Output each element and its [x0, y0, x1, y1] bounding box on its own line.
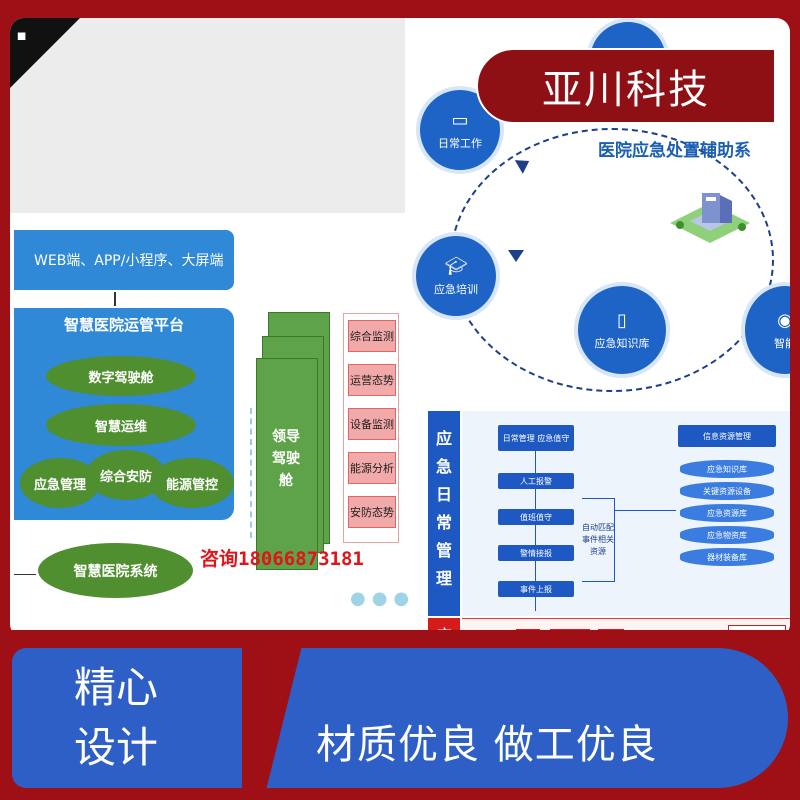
gray-header-panel: ◆ — [10, 18, 405, 213]
hospital-building-icon — [670, 193, 750, 243]
module-ellipse: 数字驾驶舱 — [46, 356, 196, 396]
match-connector — [614, 510, 676, 511]
cockpit-layer — [256, 358, 318, 570]
menu-item[interactable]: 设备监测 — [348, 408, 396, 440]
emergency-title: 医院应急处置辅助系 — [598, 141, 751, 161]
connector-horizontal — [14, 574, 36, 575]
platform-title: 智慧医院运管平台 — [63, 316, 184, 334]
dashed-connector — [250, 408, 264, 538]
connector-vertical — [114, 292, 116, 306]
resource-header-button[interactable]: 信息资源管理 — [678, 425, 776, 447]
node-label: 应急知识库 — [594, 336, 650, 350]
node-label: 应急培训 — [434, 282, 478, 296]
menu-item[interactable]: 能源分析 — [348, 452, 396, 484]
design-badge: 精心 设计 — [12, 648, 242, 788]
tagline-pill — [236, 648, 788, 788]
node-label: 智能 — [774, 336, 790, 350]
daily-management-tab[interactable]: 应急日常管理 — [428, 411, 460, 616]
flow-step[interactable]: 人工报警 — [498, 473, 574, 489]
menu-item[interactable]: 综合监测 — [348, 320, 396, 352]
node-label: 日常工作 — [438, 136, 482, 150]
module-ellipse: 能源管控 — [150, 458, 234, 508]
cycle-arrow-icon — [508, 250, 524, 262]
node-training: 🎓︎ 应急培训 — [416, 236, 496, 316]
design-badge-line1: 精心 — [74, 663, 159, 712]
resource-db[interactable]: 器材装备库 — [680, 548, 774, 566]
corner-triangle — [10, 18, 80, 88]
smart-icon: ◉ — [777, 309, 790, 331]
menu-item[interactable]: 运营态势 — [348, 364, 396, 396]
system-ellipse: 智慧医院系统 — [38, 543, 193, 598]
menu-item[interactable]: 安防态势 — [348, 496, 396, 528]
book-icon: ▯ — [617, 309, 627, 331]
clients-box: WEB端、APP/小程序、大屏端 — [14, 230, 234, 290]
cockpit-label-text: 领导驾驶舱 — [272, 429, 300, 489]
quality-tagline: 材质优良 做工优良 — [316, 722, 658, 768]
consult-phone: 咨询18066873181 — [200, 548, 364, 570]
pagination-dots: ●●● — [350, 588, 416, 609]
resource-db[interactable]: 关键资源设备 — [680, 482, 774, 500]
resource-db[interactable]: 应急资源库 — [680, 504, 774, 522]
flow-header-button[interactable]: 日常管理 应急值守 — [498, 425, 574, 451]
cockpit-label: 领导驾驶舱 — [258, 426, 314, 492]
monitor-menu: 综合监测 运营态势 设备监测 能源分析 安防态势 — [343, 313, 399, 543]
flow-line — [535, 451, 536, 611]
graduation-cap-icon: 🎓︎ — [444, 255, 468, 277]
monitor-icon: ▭ — [451, 109, 469, 131]
flow-step[interactable]: 值班值守 — [498, 509, 574, 525]
flow-step[interactable]: 警情接报 — [498, 545, 574, 561]
node-knowledge-base: ▯ 应急知识库 — [578, 286, 666, 374]
module-ellipse: 应急管理 — [20, 458, 100, 508]
platform-box: 智慧医院运管平台 数字驾驶舱 智慧运维 应急管理 综合安防 能源管控 — [14, 308, 234, 520]
module-ellipse: 智慧运维 — [46, 404, 196, 446]
brand-banner: 亚川科技 — [476, 48, 776, 124]
node-daily-work: ▭ 日常工作 — [420, 90, 500, 170]
flow-step[interactable]: 事件上报 — [498, 581, 574, 597]
resource-db[interactable]: 应急物资库 — [680, 526, 774, 544]
daily-management-label: 应急日常管理 — [435, 429, 452, 588]
design-badge-line2: 设计 — [74, 723, 159, 772]
resource-db[interactable]: 应急知识库 — [680, 460, 774, 478]
auto-match-bracket: 自动匹配事件相关资源 — [582, 498, 615, 582]
